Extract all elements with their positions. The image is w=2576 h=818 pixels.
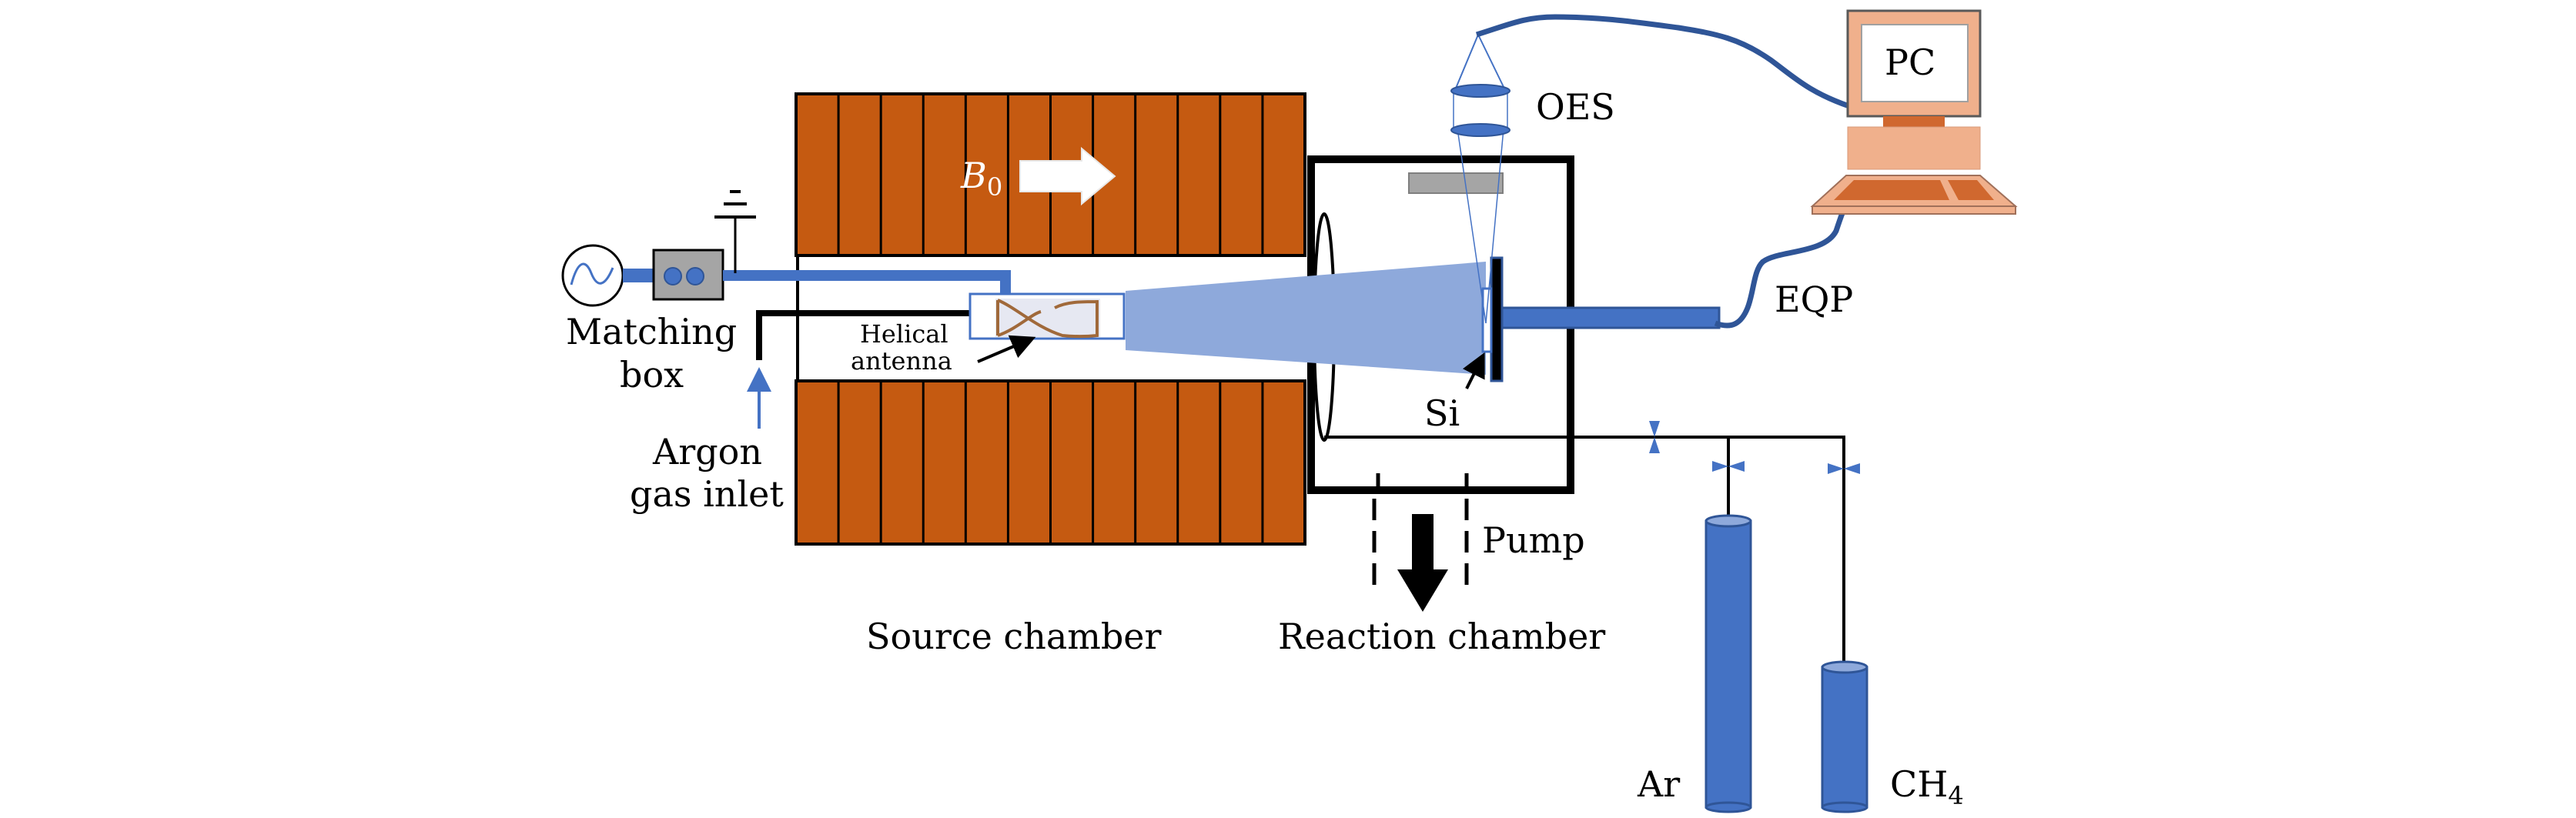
oes-fiber-cable — [1475, 14, 1851, 109]
matching-box-label: Matching — [566, 311, 737, 352]
source-coil-bottom — [795, 379, 1306, 546]
argon-inlet-label: Argon — [652, 431, 762, 472]
b-field-arrow: B0 — [960, 146, 1116, 206]
eqp-label: EQP — [1775, 279, 1853, 320]
ch4-label: CH4 — [1890, 763, 1964, 810]
valve-ar-icon — [1712, 461, 1745, 472]
ar-cylinder — [1705, 514, 1752, 813]
rf-transmission-line — [723, 270, 1011, 294]
ar-label: Ar — [1637, 763, 1680, 805]
reaction-chamber-label: Reaction chamber — [1278, 616, 1605, 657]
pc-label: PC — [1885, 42, 1935, 83]
eqp-probe — [1500, 306, 1721, 329]
oes-optics — [1450, 34, 1510, 324]
matching-box — [652, 249, 724, 301]
b-field-label: B0 — [960, 155, 1002, 202]
argon-inlet-pipe — [756, 310, 972, 360]
eqp-cable — [1714, 202, 1848, 329]
plasma-plume — [1126, 262, 1486, 375]
source-coil-top — [795, 92, 1306, 257]
helical-antenna — [969, 292, 1126, 340]
ground-symbol — [714, 190, 756, 273]
matching-box-label-2: box — [620, 354, 684, 396]
source-chamber-label: Source chamber — [866, 616, 1162, 657]
helical-antenna-label: Helical — [860, 319, 948, 349]
pc-computer — [1810, 9, 2018, 215]
pump-arrow-icon — [1397, 569, 1448, 612]
helical-antenna-label-2: antenna — [851, 346, 952, 376]
lens-upper — [1450, 84, 1510, 98]
valve-main-icon — [1649, 421, 1660, 453]
antenna-pointer-arrow — [977, 335, 1036, 363]
oes-label: OES — [1536, 86, 1615, 128]
si-pointer-arrow — [1462, 352, 1485, 389]
pump-outlet — [1372, 499, 1469, 612]
coil-dividers-bottom — [837, 381, 1264, 544]
heater-plate — [1408, 172, 1504, 194]
ch4-cylinder — [1821, 660, 1868, 813]
gas-manifold — [1571, 421, 1860, 663]
si-wafer — [1481, 287, 1493, 353]
valve-ch4-icon — [1828, 463, 1860, 474]
argon-inlet-label-2: gas inlet — [630, 473, 784, 515]
lens-lower — [1450, 123, 1510, 137]
rf-source — [561, 244, 624, 307]
rf-feed-line — [623, 269, 654, 282]
sine-wave-icon — [570, 262, 614, 285]
coil-dividers-top — [837, 94, 1264, 255]
substrate-holder — [1481, 256, 1721, 382]
si-label: Si — [1424, 392, 1460, 434]
pump-label: Pump — [1482, 519, 1585, 561]
